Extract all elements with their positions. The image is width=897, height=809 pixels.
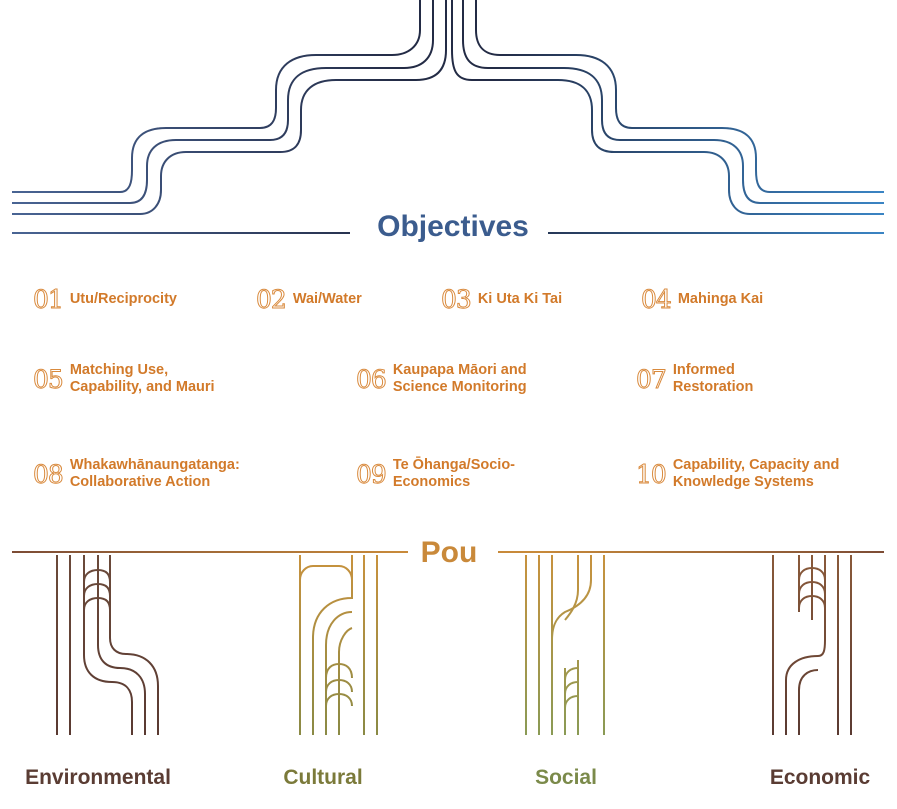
objective-09: 09 Te Ōhanga/Socio-Economics (356, 457, 516, 491)
objective-number: 09 (356, 459, 388, 489)
flow-line-left-1 (12, 0, 421, 193)
objective-number: 06 (356, 364, 388, 394)
pou-heading: Pou (420, 536, 478, 569)
objective-number: 04 (641, 285, 673, 314)
objective-03: 03 Ki Uta Ki Tai (441, 285, 563, 314)
objective-number: 05 (33, 364, 65, 394)
pou-post-cultural (299, 555, 378, 735)
objective-label: Mahinga Kai (677, 291, 764, 307)
objective-number: 01 (33, 285, 65, 314)
objective-label: Wai/Water (292, 291, 362, 307)
objective-number: 08 (33, 459, 65, 489)
pou-label-social: Social (535, 766, 597, 789)
objective-label: Whakawhānaungatanga:Collaborative Action (69, 457, 240, 490)
pou-post-social (525, 555, 605, 735)
pou-post-economic (772, 555, 852, 735)
objectives-heading: Objectives (377, 210, 529, 243)
pou-label-environmental: Environmental (25, 766, 171, 789)
objective-04: 04 Mahinga Kai (641, 285, 764, 314)
pou-label-cultural: Cultural (283, 766, 363, 789)
objective-number: 10 (636, 459, 668, 489)
objective-label: Utu/Reciprocity (69, 291, 177, 307)
flow-line-left-3 (12, 0, 447, 215)
flow-line-right-3 (451, 0, 884, 215)
objective-number: 02 (256, 285, 288, 314)
flow-line-left-2 (12, 0, 434, 204)
objective-number: 07 (636, 364, 668, 394)
objective-number: 03 (441, 285, 473, 314)
pou-post-environmental (56, 555, 159, 735)
objective-05: 05 Matching Use,Capability, and Mauri (33, 362, 215, 396)
objective-label: Te Ōhanga/Socio-Economics (392, 457, 516, 490)
objective-08: 08 Whakawhānaungatanga:Collaborative Act… (33, 457, 240, 491)
objective-label: Matching Use,Capability, and Mauri (69, 362, 215, 395)
objective-label: Ki Uta Ki Tai (477, 291, 563, 307)
objective-02: 02 Wai/Water (256, 285, 362, 314)
flow-line-right-2 (462, 0, 884, 204)
objective-01: 01 Utu/Reciprocity (33, 285, 177, 314)
flow-line-right-1 (475, 0, 884, 193)
pou-label-economic: Economic (769, 766, 871, 789)
